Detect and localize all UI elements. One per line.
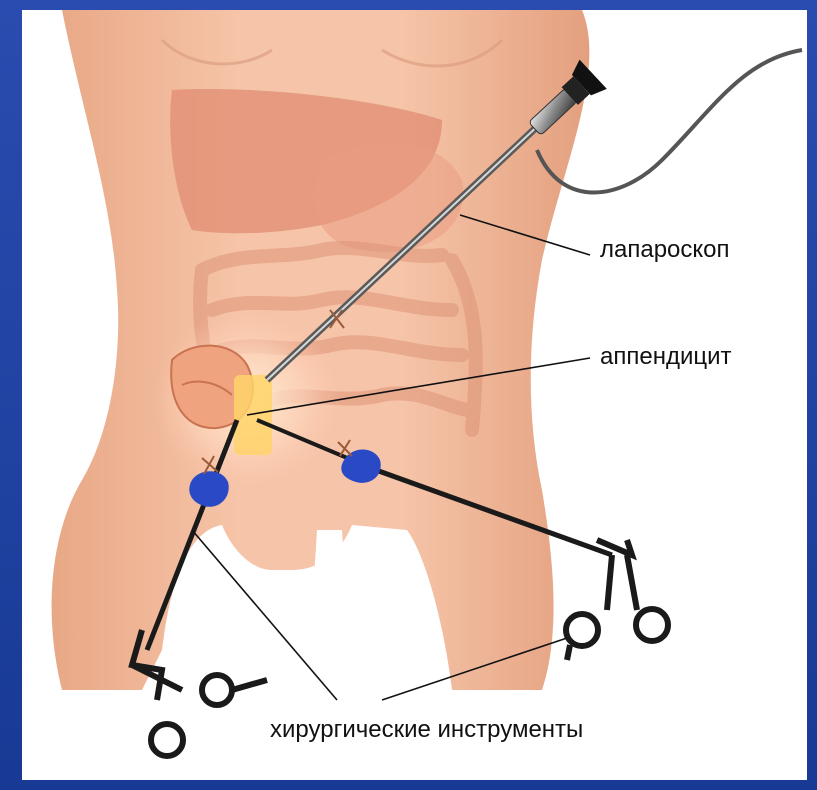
label-surgical-instruments: хирургические инструменты [270, 716, 583, 744]
label-laparoscope: лапароскоп [600, 236, 730, 264]
label-appendicitis: аппендицит [600, 343, 732, 371]
groin-gap [312, 530, 347, 610]
appendix [234, 375, 272, 455]
scissor-handle-right [566, 540, 668, 660]
illustration-panel: лапароскоп аппендицит хирургические инст… [22, 10, 807, 780]
instrument-tip-left [189, 471, 228, 507]
stomach [314, 143, 463, 252]
laparoscopy-illustration [22, 10, 807, 780]
